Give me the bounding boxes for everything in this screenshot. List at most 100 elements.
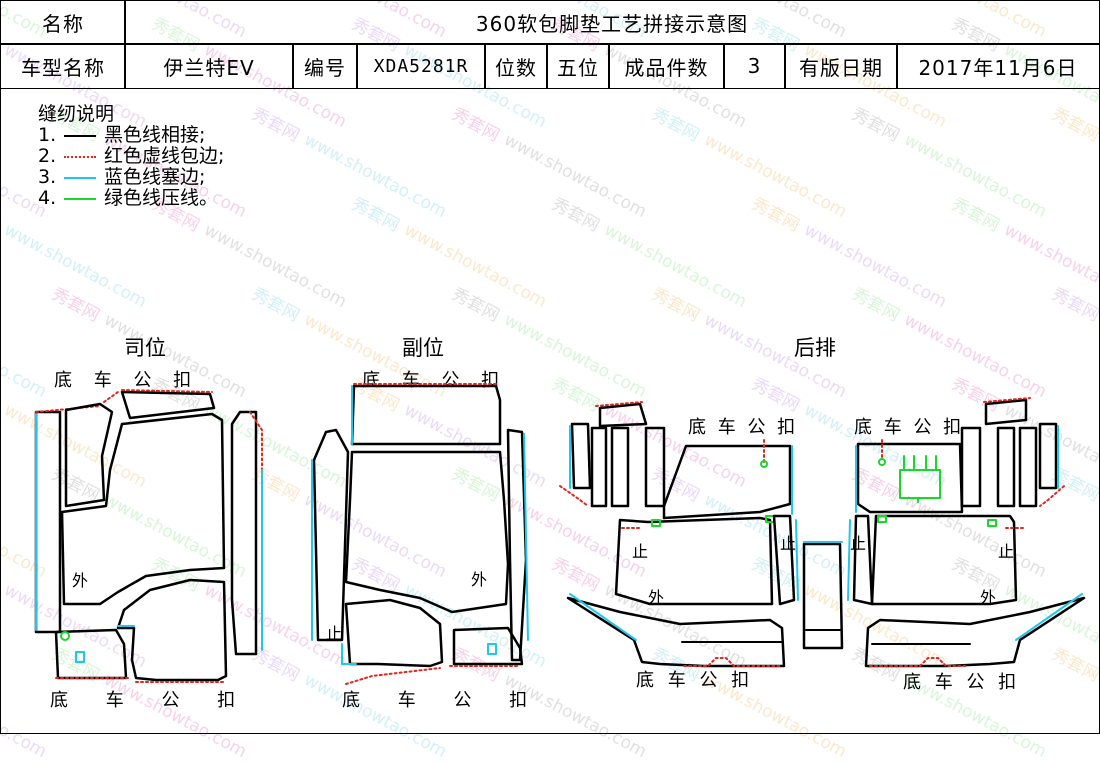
rear-right-wing-blue bbox=[1015, 593, 1083, 641]
legend-text: 黑色线相接; bbox=[104, 124, 206, 146]
passenger-lower-right bbox=[452, 626, 524, 666]
mat-pattern-diagram bbox=[34, 383, 1086, 685]
rear-right-red-side bbox=[1039, 485, 1065, 507]
passenger-top-piece bbox=[350, 384, 502, 446]
passenger-main-body bbox=[344, 450, 510, 614]
blue-line-swatch bbox=[64, 176, 96, 179]
green-line-swatch bbox=[64, 197, 96, 200]
rear-mat bbox=[559, 397, 1086, 668]
rear-right-green-tab-2 bbox=[987, 519, 997, 527]
driver-outer-label: 外 bbox=[72, 571, 89, 590]
driver-upper-red-edge bbox=[103, 391, 119, 403]
legend-text: 蓝色线塞边; bbox=[104, 166, 206, 188]
driver-clip-marker bbox=[75, 651, 85, 663]
model-label: 车型名称 bbox=[21, 55, 105, 80]
rear-right-green-tab bbox=[877, 515, 887, 523]
legend-item-blue: 3. 蓝色线塞边; bbox=[38, 167, 224, 188]
driver-main-body bbox=[60, 412, 226, 606]
rear-left-col-b bbox=[590, 426, 608, 508]
passenger-outer-label: 外 bbox=[471, 570, 488, 589]
rear-right-col-b bbox=[996, 426, 1016, 508]
rear-left-green-dot bbox=[760, 460, 768, 468]
rear-left-upper-body bbox=[662, 444, 792, 520]
red-dotted-line-swatch bbox=[64, 155, 96, 158]
passenger-panel-title: 副位 bbox=[402, 336, 444, 360]
position-label-cell: 位数 bbox=[484, 43, 548, 89]
legend-num: 3. bbox=[38, 166, 57, 188]
date-label-cell: 有版日期 bbox=[784, 43, 898, 89]
date-label: 有版日期 bbox=[799, 55, 883, 80]
sewing-legend: 缝纫说明 1. 黑色线相接; 2. 红色虚线包边; 3. 蓝色线塞边; 4. 绿… bbox=[38, 104, 224, 209]
rear-right-upper-body bbox=[856, 442, 964, 514]
rear-left-col-d bbox=[644, 426, 666, 508]
model-label-cell: 车型名称 bbox=[0, 43, 126, 89]
black-line-swatch bbox=[64, 134, 96, 137]
rear-right-col-a bbox=[960, 426, 982, 508]
driver-right-strip bbox=[230, 410, 258, 656]
rear-right-col-c bbox=[1018, 426, 1038, 508]
passenger-mat bbox=[311, 383, 529, 685]
rear-left-red-side bbox=[559, 485, 589, 507]
sheet-title: 360软包脚垫工艺拼接示意图 bbox=[475, 12, 749, 36]
rear-left-wing-red bbox=[683, 657, 783, 667]
driver-right-red-edge bbox=[249, 411, 263, 471]
driver-green-marker bbox=[60, 631, 70, 641]
driver-lower-left bbox=[54, 628, 128, 680]
rear-right-top-tab bbox=[984, 398, 1028, 426]
legend-item-black: 1. 黑色线相接; bbox=[38, 125, 224, 146]
legend-num: 1. bbox=[38, 124, 57, 146]
rear-right-outer-blue bbox=[847, 519, 851, 601]
driver-bottom-clip-label: 底 车 公 扣 bbox=[50, 690, 237, 711]
rear-outer-right-label: 外 bbox=[980, 588, 997, 607]
name-label-cell: 名称 bbox=[0, 0, 126, 45]
model-value: 伊兰特EV bbox=[163, 55, 255, 80]
name-label: 名称 bbox=[42, 12, 84, 36]
driver-left-strip bbox=[34, 410, 62, 634]
position-value-cell: 五位 bbox=[546, 43, 610, 89]
rear-right-main-body bbox=[870, 514, 1018, 606]
rear-right-bottom-clip-label: 底 车 公 扣 bbox=[903, 672, 1018, 693]
pieces-value: 3 bbox=[747, 54, 762, 78]
driver-mat bbox=[34, 389, 263, 683]
rear-left-clip-label: 底 车 公 扣 bbox=[688, 417, 797, 438]
passenger-clip-marker bbox=[487, 643, 497, 655]
legend-item-green: 4. 绿色线压线。 bbox=[38, 188, 224, 209]
rear-right-col-d bbox=[1038, 422, 1058, 490]
rear-stop-label: 止 bbox=[998, 542, 1015, 561]
rear-outer-left-label: 外 bbox=[648, 588, 665, 607]
position-value: 五位 bbox=[557, 55, 599, 80]
passenger-notch bbox=[341, 643, 357, 665]
rear-left-outer-strip bbox=[772, 514, 796, 606]
model-value-cell: 伊兰特EV bbox=[124, 43, 294, 89]
code-label-cell: 编号 bbox=[292, 43, 358, 89]
legend-text: 红色虚线包边; bbox=[104, 145, 225, 167]
rear-left-main-body bbox=[614, 516, 774, 606]
title-cell: 360软包脚垫工艺拼接示意图 bbox=[124, 0, 1100, 45]
rear-stop-label: 止 bbox=[632, 542, 649, 561]
rear-left-top-red bbox=[595, 401, 643, 407]
legend-item-red: 2. 红色虚线包边; bbox=[38, 146, 224, 167]
driver-heel-piece bbox=[120, 390, 216, 420]
rear-left-wing bbox=[566, 596, 786, 668]
legend-num: 2. bbox=[38, 145, 57, 167]
rear-right-green-dot bbox=[878, 458, 886, 466]
rear-left-col-a bbox=[570, 422, 592, 490]
passenger-bottom-clip-label: 底 车 公 扣 bbox=[342, 690, 529, 711]
rear-left-top-tab bbox=[598, 402, 648, 428]
rear-left-bottom-clip-label: 底 车 公 扣 bbox=[636, 670, 751, 691]
legend-title: 缝纫说明 bbox=[38, 103, 115, 125]
pieces-label: 成品件数 bbox=[624, 55, 709, 80]
driver-lower-arch bbox=[116, 578, 228, 682]
rear-left-outer-blue bbox=[795, 519, 799, 601]
passenger-lower-red-edge bbox=[345, 667, 441, 685]
passenger-stop-label: 止 bbox=[326, 624, 343, 643]
rear-left-wing-blue bbox=[569, 593, 637, 641]
rear-right-wing-red bbox=[869, 657, 969, 667]
driver-upper-piece bbox=[64, 402, 114, 508]
driver-panel-title: 司位 bbox=[124, 336, 166, 360]
driver-heel-red-edge bbox=[121, 389, 213, 393]
position-label: 位数 bbox=[495, 55, 537, 80]
passenger-right-blue-edge bbox=[523, 433, 529, 641]
passenger-right-strip bbox=[506, 428, 528, 662]
